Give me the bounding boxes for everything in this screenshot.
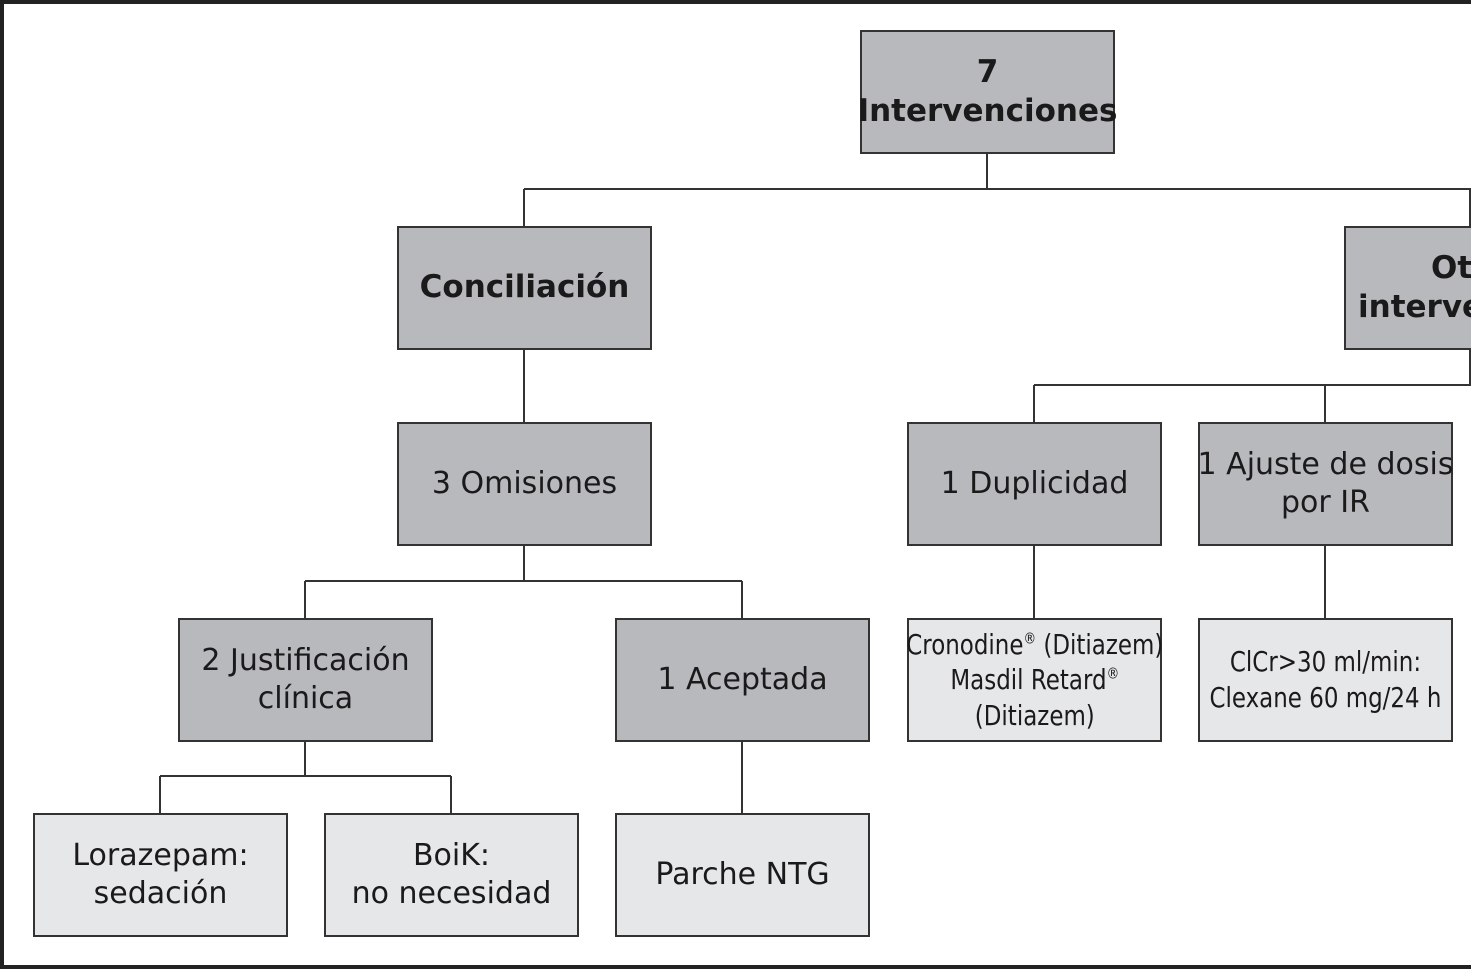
otras-line2: interven: [1358, 289, 1471, 325]
duplicidad-label: 1 Duplicidad: [940, 465, 1129, 501]
node-lorazepam: Lorazepam: sedación: [33, 813, 288, 937]
lorazepam-line2: sedación: [93, 876, 228, 911]
clcr-line1: ClCr>30 ml/min:: [1229, 645, 1422, 679]
ajuste-line2: por IR: [1281, 485, 1370, 520]
aceptada-label: 1 Aceptada: [657, 661, 828, 697]
ajuste-line1: 1 Ajuste de dosis: [1197, 446, 1454, 482]
node-cronodine-masdil: Cronodine® (Ditiazem) Masdil Retard® (Di…: [905, 618, 1164, 742]
cronodine-line3: (Ditiazem): [974, 698, 1095, 732]
justificacion-line1: 2 Justificación: [201, 642, 410, 678]
cronodine-line1: Cronodine® (Ditiazem): [905, 627, 1164, 661]
node-aceptada: 1 Aceptada: [615, 618, 870, 742]
root-label: Intervenciones: [857, 93, 1118, 129]
node-otras-intervenciones: Otr interven: [1344, 226, 1471, 350]
node-boik: BoiK: no necesidad: [324, 813, 579, 937]
node-conciliacion: Conciliación: [397, 226, 652, 350]
node-ajuste-dosis: 1 Ajuste de dosis por IR: [1198, 422, 1453, 546]
boik-line1: BoiK:: [412, 837, 491, 873]
justificacion-line2: clínica: [257, 681, 354, 716]
node-omisiones: 3 Omisiones: [397, 422, 652, 546]
clcr-line2: Clexane 60 mg/24 h: [1209, 681, 1442, 714]
root-count: 7: [976, 53, 999, 90]
conciliacion-label: Conciliación: [419, 269, 630, 306]
node-root-intervenciones: 7 Intervenciones: [857, 30, 1118, 154]
omisiones-label: 3 Omisiones: [431, 465, 618, 501]
lorazepam-line1: Lorazepam:: [72, 837, 249, 873]
node-clcr-clexane: ClCr>30 ml/min: Clexane 60 mg/24 h: [1198, 618, 1453, 742]
node-parche-ntg: Parche NTG: [615, 813, 870, 937]
boik-line2: no necesidad: [351, 876, 552, 911]
node-justificacion-clinica: 2 Justificación clínica: [178, 618, 433, 742]
node-duplicidad: 1 Duplicidad: [907, 422, 1162, 546]
cronodine-line2: Masdil Retard®: [950, 663, 1119, 697]
parche-label: Parche NTG: [655, 856, 830, 892]
otras-line1: Otr: [1431, 249, 1471, 286]
